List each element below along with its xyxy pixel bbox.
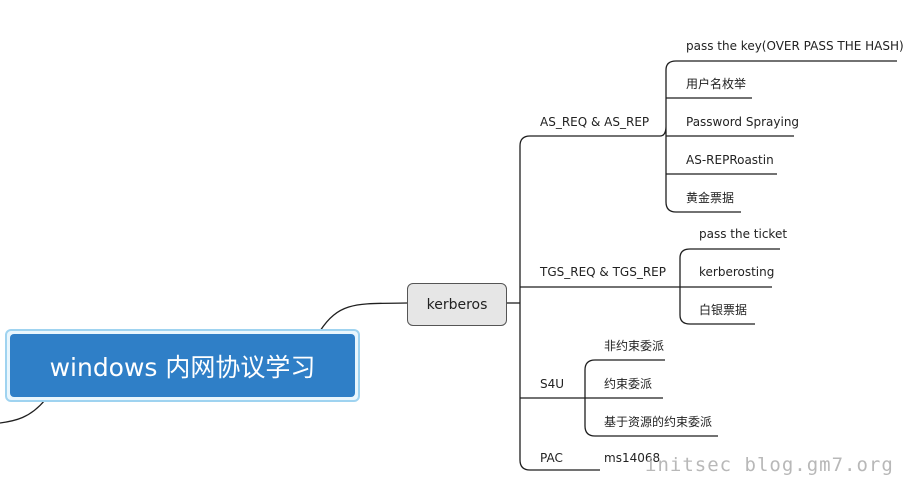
leaf-silver-ticket[interactable]: 白银票据 [699,303,748,317]
leaf-pass-the-ticket[interactable]: pass the ticket [699,227,788,241]
branch-tgs-req[interactable]: TGS_REQ & TGS_REP [540,265,666,279]
branch-as-req[interactable]: AS_REQ & AS_REP [540,115,650,129]
leaf-rbcd[interactable]: 基于资源的约束委派 [604,415,713,429]
leaf-password-spraying[interactable]: Password Spraying [686,115,800,129]
leaf-ms14068[interactable]: ms14068 [604,451,661,465]
connector-tgs-group [679,248,780,325]
leaf-unconstrained-delegation[interactable]: 非约束委派 [604,339,665,353]
watermark: initsec blog.gm7.org [645,454,894,476]
leaf-username-enum[interactable]: 用户名枚举 [686,77,747,91]
leaf-golden-ticket[interactable]: 黄金票据 [686,191,735,205]
hub-node-label: kerberos [426,296,488,313]
leaf-pass-the-key[interactable]: pass the key(OVER PASS THE HASH) [686,39,904,53]
connector-as-group [659,60,897,213]
leaf-kerberosting[interactable]: kerberosting [699,265,775,279]
hub-node-kerberos[interactable]: kerberos [407,283,507,326]
connector-root-hub [319,302,408,332]
leaf-as-reproasting[interactable]: AS-REPRoastin [686,153,774,167]
connector-as-children [666,97,794,175]
branch-s4u[interactable]: S4U [540,377,565,391]
connector-trunk [519,135,660,471]
root-node-label: windows 内网协议学习 [10,334,355,397]
connector-root-tail [0,399,46,424]
root-node[interactable]: windows 内网协议学习 [5,329,360,402]
leaf-constrained-delegation[interactable]: 约束委派 [604,377,653,391]
branch-pac[interactable]: PAC [540,451,563,465]
connector-s4u-group [584,359,718,437]
